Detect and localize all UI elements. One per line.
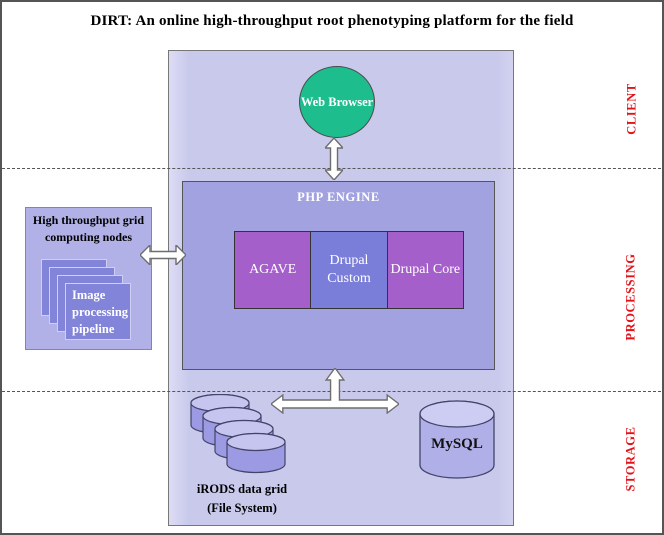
- disk-stack-icon: [190, 394, 286, 474]
- irods-label-line1: iRODS data grid: [196, 482, 288, 496]
- grid-computing-title: High throughput grid computing nodes: [32, 213, 145, 244]
- module-drupal-core: Drupal Core: [386, 232, 463, 308]
- php-engine-label: PHP ENGINE: [297, 190, 380, 204]
- zone-label-processing: PROCESSING: [623, 253, 638, 341]
- diagram-title: DIRT: An online high-throughput root phe…: [90, 13, 574, 29]
- zone-label-storage: STORAGE: [623, 426, 638, 492]
- database-cylinder-icon: [419, 400, 495, 479]
- php-modules-row: AGAVE Drupal Custom Drupal Core: [234, 231, 464, 309]
- bidirectional-horizontal-arrow-icon: [140, 245, 186, 265]
- irods-label: iRODS data grid (File System): [167, 480, 317, 519]
- web-browser-node: Web Browser: [299, 66, 375, 138]
- module-drupal-custom: Drupal Custom: [310, 232, 387, 308]
- pipeline-card-label: Image processing pipeline: [72, 288, 129, 336]
- three-way-arrow-icon: [271, 368, 399, 414]
- web-browser-label: Web Browser: [300, 94, 374, 109]
- module-agave: AGAVE: [235, 232, 311, 308]
- zone-label-client: CLIENT: [624, 83, 639, 135]
- module-agave-label: AGAVE: [249, 261, 297, 277]
- module-drupal-core-label: Drupal Core: [390, 261, 461, 277]
- module-drupal-custom-label: Drupal Custom: [327, 252, 371, 286]
- irods-label-line2: (File System): [207, 501, 277, 516]
- pipeline-card-front: Image processing pipeline: [65, 283, 131, 340]
- mysql-label: MySQL: [431, 436, 483, 452]
- bidirectional-vertical-arrow-icon: [325, 138, 343, 180]
